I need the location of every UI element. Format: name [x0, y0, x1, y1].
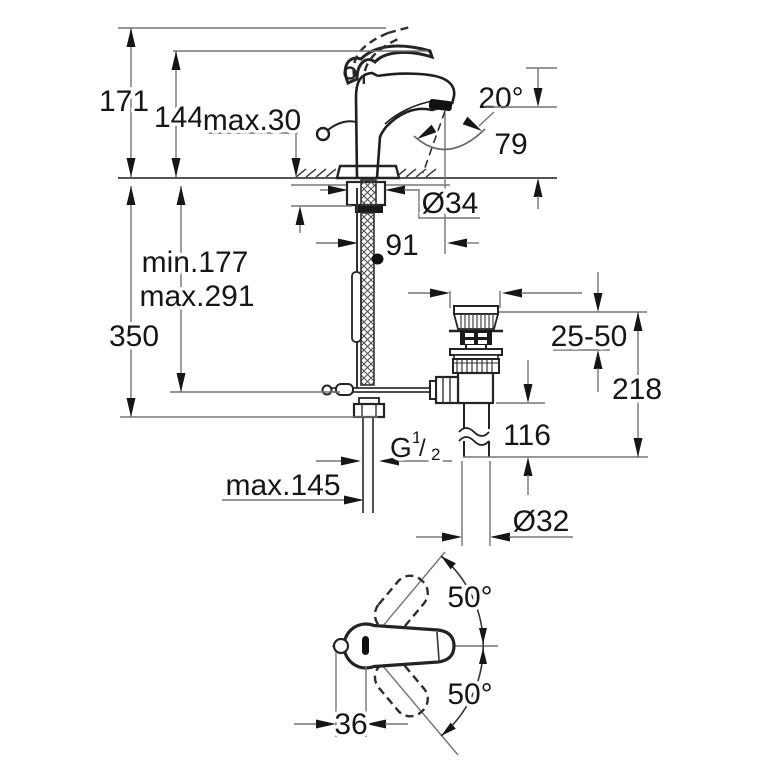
pop-up-linkage-rod [321, 383, 436, 396]
coupling-nut [352, 402, 386, 419]
rod-tee-joint [434, 375, 460, 405]
faucet-base-escutcheon [335, 164, 401, 180]
dimension-350: 350 [105, 186, 378, 418]
handle-top-view [332, 551, 498, 756]
handle-pivot-mark [362, 636, 369, 655]
label-218: 218 [612, 373, 662, 406]
dimension-144: 144 [150, 50, 428, 177]
dimension-max30: max.30 [199, 101, 352, 233]
rod-knob [371, 253, 384, 265]
pop-up-knob [315, 126, 331, 142]
label-171: 171 [99, 85, 149, 118]
pop-up-knob-stem [327, 120, 357, 131]
dimension-max145: max.145 [222, 466, 364, 506]
label-dia34: Ø34 [422, 187, 479, 220]
tailpipe [458, 403, 490, 457]
label-36: 36 [334, 708, 367, 741]
label-25-50: 25-50 [551, 320, 628, 353]
counter-hatching [295, 168, 437, 178]
label-max30: max.30 [203, 104, 301, 137]
dimension-rod-range: min.177 max.291 [136, 186, 340, 393]
dimension-dia32: Ø32 [416, 461, 573, 546]
dimension-plug-width [408, 288, 582, 308]
label-max145: max.145 [225, 469, 340, 502]
label-91: 91 [385, 229, 418, 262]
label-50deg-lower: 50° [447, 678, 492, 711]
mounting-shank-assembly [345, 179, 387, 513]
dimension-91: 91 [316, 226, 479, 266]
dimension-dia34: Ø34 [320, 184, 482, 224]
waste-flange [449, 348, 503, 356]
dimension-218: 218 [608, 312, 666, 457]
rod-knob-top-view [332, 637, 350, 655]
plug-knurling [460, 315, 494, 328]
label-50deg-upper: 50° [447, 581, 492, 614]
label-350: 350 [109, 320, 159, 353]
lever-handle-solid [343, 44, 435, 85]
waste-plug-cap [453, 305, 499, 315]
dimension-116: 116 [463, 360, 648, 495]
handle-top-outline [342, 622, 456, 670]
faucet-side-view [118, 25, 557, 513]
label-thread-g: G [390, 432, 412, 463]
dimension-25-50: 25-50 [499, 272, 647, 392]
pop-up-waste-assembly [429, 305, 503, 457]
label-116: 116 [503, 419, 551, 452]
dimension-79: 79 [484, 67, 557, 209]
label-thread-den: 2 [431, 445, 440, 464]
handle-hinge-detail [343, 66, 357, 80]
dimension-36: 36 [294, 652, 408, 745]
label-dia32: Ø32 [513, 505, 570, 538]
swing-arc [440, 555, 484, 737]
flexible-supply-hose [360, 212, 375, 386]
label-20deg: 20° [478, 82, 523, 115]
waste-body [456, 371, 495, 405]
label-max291: max.291 [139, 280, 254, 313]
aerator [428, 99, 453, 112]
dimension-g-half: G 1 / 2 [316, 425, 452, 468]
label-144: 144 [154, 101, 204, 134]
dimension-171: 171 [95, 27, 386, 177]
label-thread-slash: / [419, 435, 426, 462]
plug-crossbar [460, 330, 492, 345]
dimension-20deg: 20° [413, 79, 527, 254]
label-min177: min.177 [142, 246, 249, 279]
label-79: 79 [494, 128, 527, 161]
faucet-body-and-spout [354, 71, 456, 179]
label-thread-num: 1 [412, 428, 421, 447]
